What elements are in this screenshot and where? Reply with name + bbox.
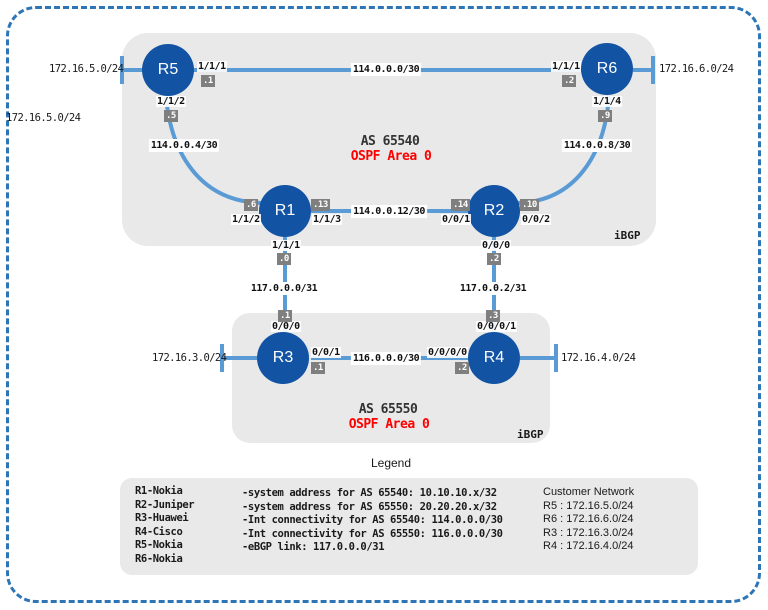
octet-badge-r5-to-r6: .1 (201, 75, 215, 87)
router-node-r2: R2 (468, 185, 520, 237)
port-label-r6-to-r2: 1/1/4 (592, 96, 622, 107)
subnet-label-r3-r4: 116.0.0.0/30 (350, 352, 422, 365)
port-label-r5-to-r6: 1/1/1 (197, 61, 227, 72)
legend-customer-network-entry: R3 : 172.16.3.0/24 (543, 526, 634, 539)
customer-net-label-r5-outer: 172.16.5.0/24 (6, 112, 81, 124)
as-top-title: AS 65540 (360, 134, 420, 149)
legend-device: R3-Huawei (135, 512, 189, 525)
router-label: R2 (483, 202, 505, 219)
port-label-r1-to-r5: 1/1/2 (231, 214, 261, 225)
as-bottom-title: AS 65550 (358, 402, 418, 417)
legend-note: -system address for AS 65550: 20.20.20.x… (242, 500, 497, 513)
port-label-r2-to-r4: 0/0/0 (481, 240, 511, 251)
legend-title: Legend (370, 456, 412, 470)
octet-badge-r3-to-r4: .1 (311, 362, 325, 374)
octet-badge-r1-to-r3: .0 (277, 253, 291, 265)
subnet-label-r2-r4: 117.0.0.2/31 (457, 282, 529, 295)
octet-badge-r3-to-r1: .1 (278, 310, 292, 322)
legend-note: -Int connectivity for AS 65550: 116.0.0.… (242, 527, 503, 540)
octet-badge-r6-to-r5: .2 (562, 75, 576, 87)
port-label-r3-to-r1: 0/0/0 (271, 321, 301, 332)
octet-badge-r4-to-r2: .3 (486, 310, 500, 322)
port-label-r2-to-r6: 0/0/2 (521, 214, 551, 225)
legend-device: R4-Cisco (135, 525, 183, 538)
legend-customer-network-entry: R5 : 172.16.5.0/24 (543, 499, 634, 512)
legend-panel (120, 478, 698, 575)
legend-customer-network-list: Customer Network R5 : 172.16.5.0/24 R6 :… (543, 486, 634, 554)
router-label: R6 (596, 60, 618, 77)
octet-badge-r2-to-r6: .10 (520, 199, 539, 211)
port-label-r1-to-r3: 1/1/1 (271, 240, 301, 251)
router-node-r1: R1 (259, 185, 311, 237)
octet-badge-r5-to-r1: .5 (164, 110, 178, 122)
router-node-r5: R5 (142, 44, 194, 96)
router-node-r6: R6 (581, 43, 633, 95)
legend-device: R2-Juniper (135, 498, 195, 511)
legend-device: R1-Nokia (135, 485, 183, 497)
router-label: R1 (274, 202, 296, 219)
legend-customer-network-entry: R4 : 172.16.4.0/24 (543, 540, 634, 553)
customer-net-label-r6: 172.16.6.0/24 (659, 63, 734, 75)
legend-device: R6-Nokia (135, 552, 183, 565)
port-label-r6-to-r5: 1/1/1 (551, 61, 581, 72)
octet-badge-r1-to-r5: .6 (244, 199, 258, 211)
customer-net-label-r5: 172.16.5.0/24 (49, 63, 124, 75)
subnet-label-r6-r2: 114.0.0.8/30 (561, 139, 633, 152)
outer-dashed-border (6, 6, 761, 603)
as-bottom-ospf-label: OSPF Area 0 (348, 417, 430, 432)
port-label-r1-to-r2: 1/1/3 (312, 214, 342, 225)
subnet-label-r1-r2: 114.0.0.12/30 (351, 205, 427, 218)
port-label-r4-to-r2: 0/0/0/1 (476, 321, 517, 332)
as-top-ospf-label: OSPF Area 0 (350, 149, 432, 164)
octet-badge-r6-to-r2: .9 (598, 110, 612, 122)
router-label: R3 (272, 349, 294, 366)
router-node-r3: R3 (257, 332, 309, 384)
octet-badge-r2-to-r4: .2 (487, 253, 501, 265)
legend-customer-network-header: Customer Network (543, 486, 635, 498)
router-node-r4: R4 (468, 332, 520, 384)
port-label-r5-to-r1: 1/1/2 (156, 96, 186, 107)
legend-device: R5-Nokia (135, 539, 183, 552)
port-label-r4-to-r3: 0/0/0/0 (427, 347, 468, 358)
as-top-ibgp-label: iBGP (614, 229, 641, 242)
legend-note: -Int connectivity for AS 65540: 114.0.0.… (242, 514, 503, 527)
port-label-r2-to-r1: 0/0/1 (441, 214, 471, 225)
subnet-label-r5-r6: 114.0.0.0/30 (350, 63, 422, 76)
octet-badge-r1-to-r2: .13 (311, 199, 330, 211)
octet-badge-r2-to-r1: .14 (451, 199, 470, 211)
router-label: R4 (483, 349, 505, 366)
legend-customer-network-entry: R6 : 172.16.6.0/24 (543, 513, 634, 526)
octet-badge-r4-to-r3: .2 (455, 362, 469, 374)
port-label-r3-to-r4: 0/0/1 (311, 347, 341, 358)
customer-net-label-r4: 172.16.4.0/24 (561, 352, 636, 364)
customer-net-label-r3: 172.16.3.0/24 (152, 352, 227, 364)
legend-device-list: R1-Nokia R2-Juniper R3-Huawei R4-Cisco R… (135, 485, 195, 567)
legend-notes-list: -system address for AS 65540: 10.10.10.x… (242, 487, 503, 555)
legend-note: -eBGP link: 117.0.0.0/31 (242, 541, 385, 554)
subnet-label-r5-r1: 114.0.0.4/30 (148, 139, 220, 152)
legend-note: -system address for AS 65540: 10.10.10.x… (242, 487, 497, 499)
router-label: R5 (157, 61, 179, 78)
subnet-label-r1-r3: 117.0.0.0/31 (248, 282, 320, 295)
as-bottom-ibgp-label: iBGP (517, 428, 544, 441)
